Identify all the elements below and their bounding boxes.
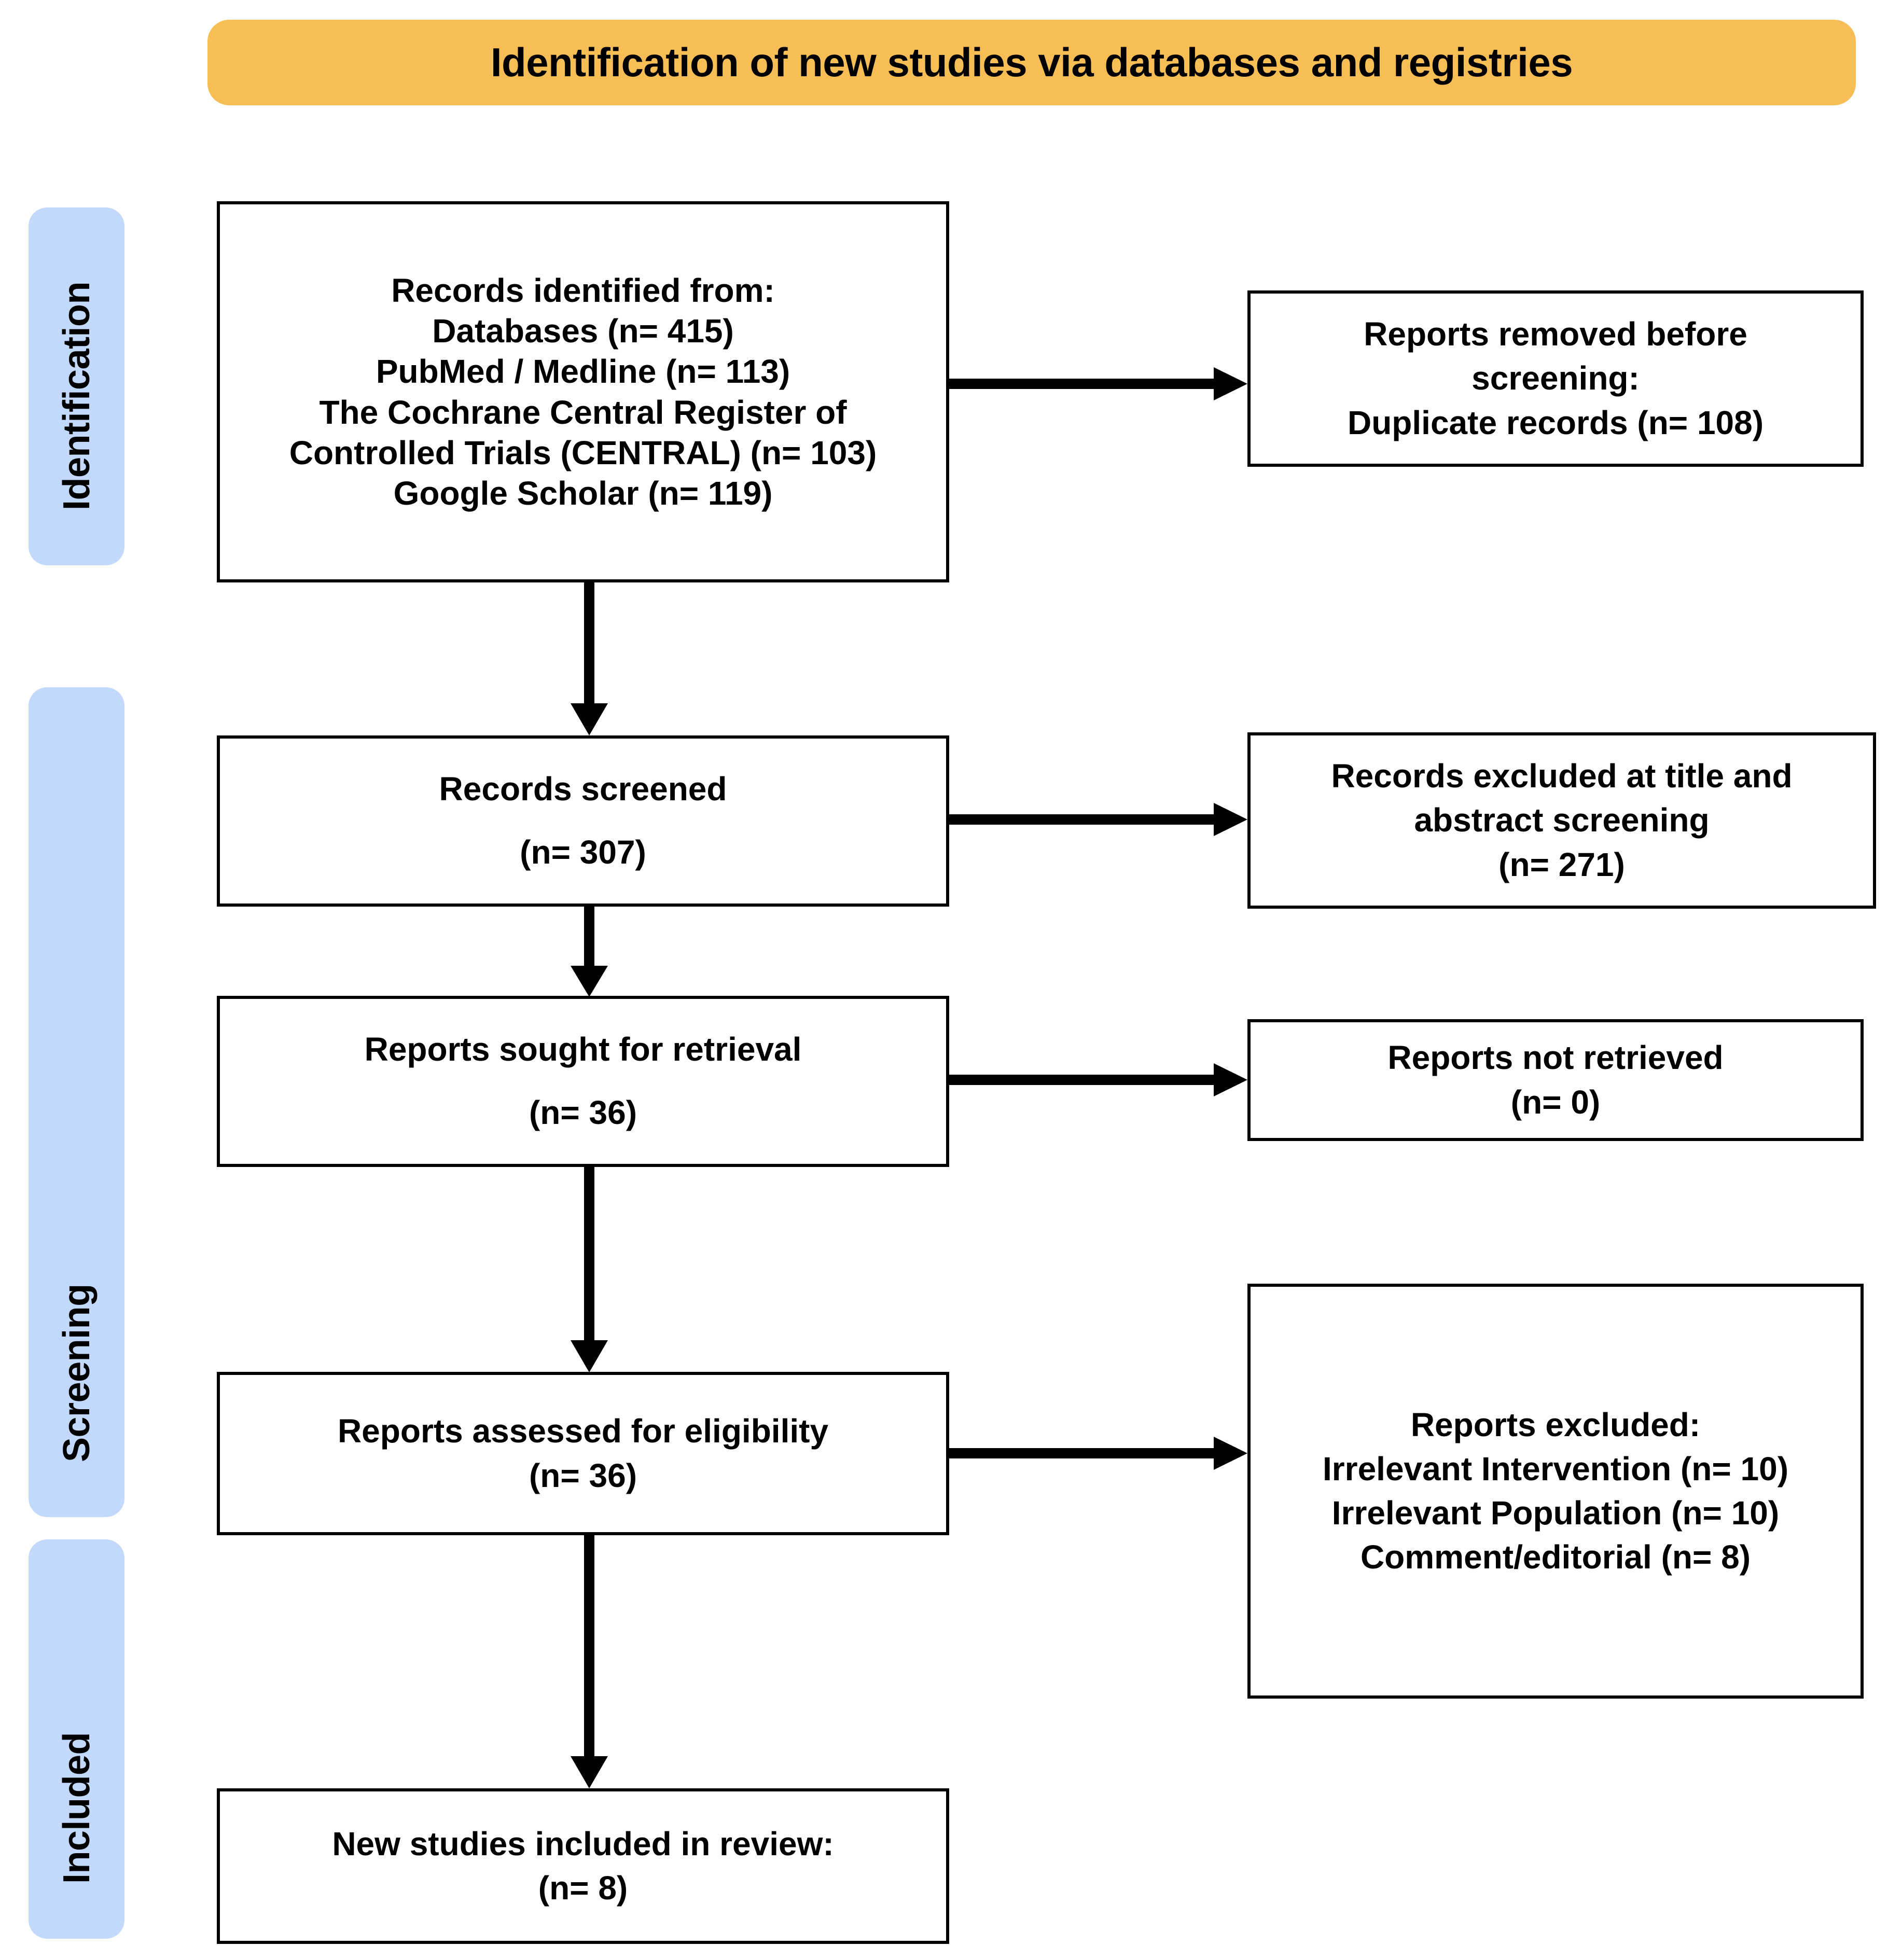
box-line: Irrelevant Population (n= 10) bbox=[1331, 1494, 1780, 1532]
stage-label-included: Included bbox=[29, 1539, 124, 1939]
arrow-screened-to-sought bbox=[565, 905, 613, 999]
box-reports-removed-before-screening: Reports removed before screening: Duplic… bbox=[1247, 290, 1864, 467]
arrow-identified-to-screened bbox=[565, 580, 613, 738]
arrow-eligibility-to-excluded bbox=[949, 1433, 1250, 1474]
box-line: (n= 36) bbox=[529, 1094, 637, 1131]
box-line: Records excluded at title and bbox=[1331, 757, 1793, 795]
box-line: abstract screening bbox=[1414, 801, 1710, 839]
box-line: New studies included in review: bbox=[332, 1825, 834, 1862]
stage-label-screening-text: Screening bbox=[55, 1284, 98, 1462]
box-line: Google Scholar (n= 119) bbox=[393, 474, 773, 512]
stage-label-included-text: Included bbox=[55, 1732, 98, 1884]
box-line: Records screened bbox=[439, 770, 727, 808]
box-reports-assessed-for-eligibility: Reports assessed for eligibility (n= 36) bbox=[217, 1372, 949, 1535]
box-line: Reports not retrieved bbox=[1387, 1039, 1724, 1077]
box-line: (n= 8) bbox=[538, 1869, 628, 1907]
box-line: Reports excluded: bbox=[1410, 1406, 1701, 1443]
arrow-screened-to-excluded bbox=[949, 799, 1250, 840]
arrow-sought-to-not-retrieved bbox=[949, 1059, 1250, 1101]
box-line: (n= 36) bbox=[529, 1456, 637, 1494]
box-line: (n= 0) bbox=[1510, 1083, 1601, 1121]
box-line: Controlled Trials (CENTRAL) (n= 103) bbox=[289, 434, 877, 471]
arrow-identified-to-removed bbox=[949, 363, 1250, 405]
arrow-eligibility-to-included bbox=[565, 1533, 613, 1791]
box-reports-sought-for-retrieval: Reports sought for retrieval (n= 36) bbox=[217, 996, 949, 1167]
box-line: (n= 307) bbox=[520, 833, 646, 871]
stage-label-identification: Identification bbox=[29, 207, 124, 565]
box-line: Databases (n= 415) bbox=[432, 312, 734, 350]
arrow-sought-to-eligibility bbox=[565, 1165, 613, 1375]
box-records-screened: Records screened (n= 307) bbox=[217, 735, 949, 907]
box-line: Irrelevant Intervention (n= 10) bbox=[1322, 1450, 1789, 1488]
box-line: Duplicate records (n= 108) bbox=[1347, 404, 1764, 441]
diagram-title-banner: Identification of new studies via databa… bbox=[207, 20, 1856, 105]
box-line: Reports assessed for eligibility bbox=[337, 1412, 829, 1450]
box-line: screening: bbox=[1471, 359, 1640, 397]
page-title: Identification of new studies via databa… bbox=[490, 39, 1573, 85]
box-line: Comment/editorial (n= 8) bbox=[1360, 1538, 1751, 1576]
box-line: The Cochrane Central Register of bbox=[319, 393, 847, 431]
stage-label-identification-text: Identification bbox=[55, 282, 98, 510]
box-records-identified: Records identified from: Databases (n= 4… bbox=[217, 201, 949, 582]
box-line: Reports sought for retrieval bbox=[364, 1031, 802, 1068]
box-reports-excluded: Reports excluded: Irrelevant Interventio… bbox=[1247, 1284, 1864, 1699]
box-line: Reports removed before bbox=[1364, 315, 1747, 353]
box-new-studies-included: New studies included in review: (n= 8) bbox=[217, 1788, 949, 1944]
box-records-excluded-title-abstract: Records excluded at title and abstract s… bbox=[1247, 732, 1876, 909]
stage-label-screening: Screening bbox=[29, 687, 124, 1517]
box-line: (n= 271) bbox=[1498, 845, 1625, 883]
box-line: PubMed / Medline (n= 113) bbox=[376, 353, 790, 391]
box-reports-not-retrieved: Reports not retrieved (n= 0) bbox=[1247, 1019, 1864, 1141]
box-line: Records identified from: bbox=[391, 272, 775, 310]
